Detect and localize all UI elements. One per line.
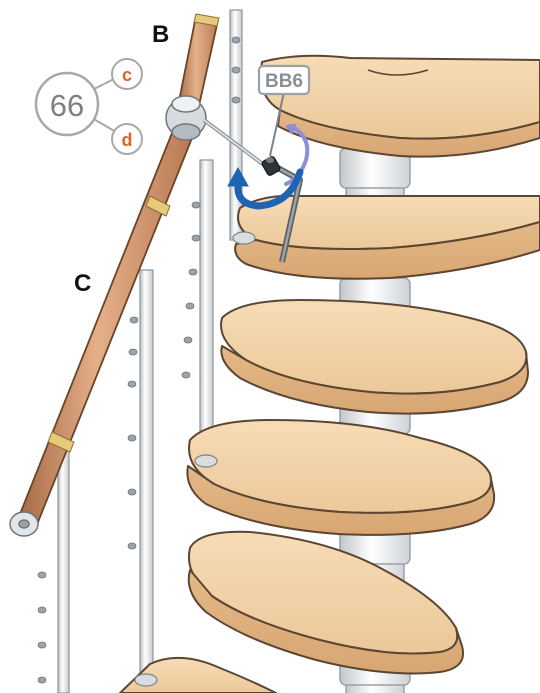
part-label-c: C — [74, 270, 91, 297]
step-badge: 66 c d — [36, 59, 142, 154]
sub-step-d-label: d — [122, 130, 133, 150]
handrail-end-cap — [10, 512, 38, 536]
tread-4 — [187, 420, 494, 535]
sub-step-c-label: c — [122, 65, 132, 85]
part-label-b: B — [152, 21, 169, 48]
callout-label: BB6 — [265, 71, 303, 92]
tread-2 — [235, 196, 540, 279]
sub-step-c: c — [112, 59, 142, 89]
bolt-icon — [261, 156, 281, 177]
tread-5 — [189, 532, 463, 674]
handrail-joint — [166, 96, 206, 140]
tread-3 — [221, 300, 528, 414]
sub-step-d: d — [112, 124, 142, 154]
step-number: 66 — [50, 88, 84, 123]
